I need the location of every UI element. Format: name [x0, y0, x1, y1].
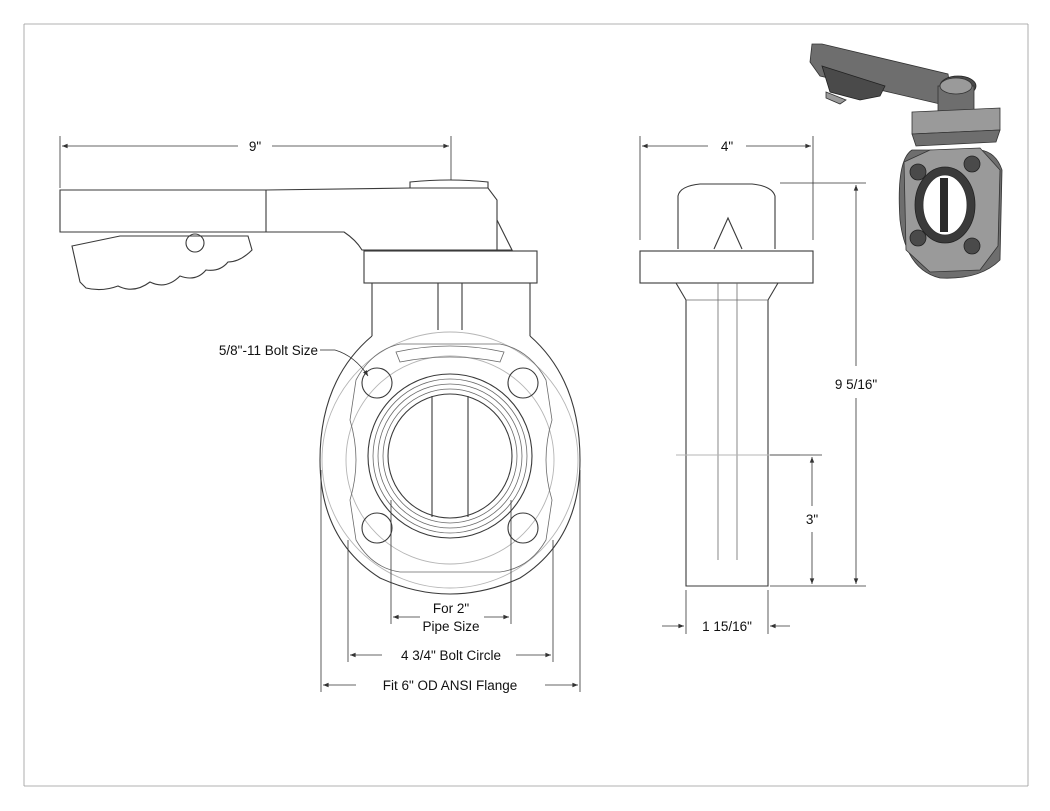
face-width-label: 1 15/16" [702, 619, 752, 634]
body-width-label: 4" [721, 139, 734, 154]
dim-overall-height: 9 5/16" [770, 182, 878, 587]
lower-height-label: 3" [806, 512, 819, 527]
dim-bolt-size-leader: 5/8"-11 Bolt Size [219, 343, 369, 377]
sheet-border [23, 23, 1029, 787]
side-view-body [639, 183, 814, 587]
dim-bolt-circle: 4 3/4" Bolt Circle [347, 540, 554, 663]
dim-lower-height: 3" [770, 454, 822, 584]
dim-flange-fit: Fit 6" OD ANSI Flange [320, 470, 581, 693]
overall-height-label: 9 5/16" [835, 377, 878, 392]
bolt-size-label: 5/8"-11 Bolt Size [219, 343, 318, 358]
handle-length-label: 9" [249, 139, 262, 154]
dim-face-width: 1 15/16" [662, 590, 790, 634]
pipe-size-label-line2: Pipe Size [422, 619, 479, 634]
front-view-handle [59, 179, 513, 291]
flange-fit-label: Fit 6" OD ANSI Flange [383, 678, 518, 693]
dim-handle-length: 9" [59, 136, 452, 188]
isometric-render [809, 43, 1003, 279]
dim-body-width: 4" [639, 136, 814, 240]
bolt-circle-label: 4 3/4" Bolt Circle [401, 648, 501, 663]
dim-pipe-size: For 2" Pipe Size [390, 500, 512, 634]
pipe-size-label-line1: For 2" [433, 601, 470, 616]
front-view-body [319, 250, 581, 595]
